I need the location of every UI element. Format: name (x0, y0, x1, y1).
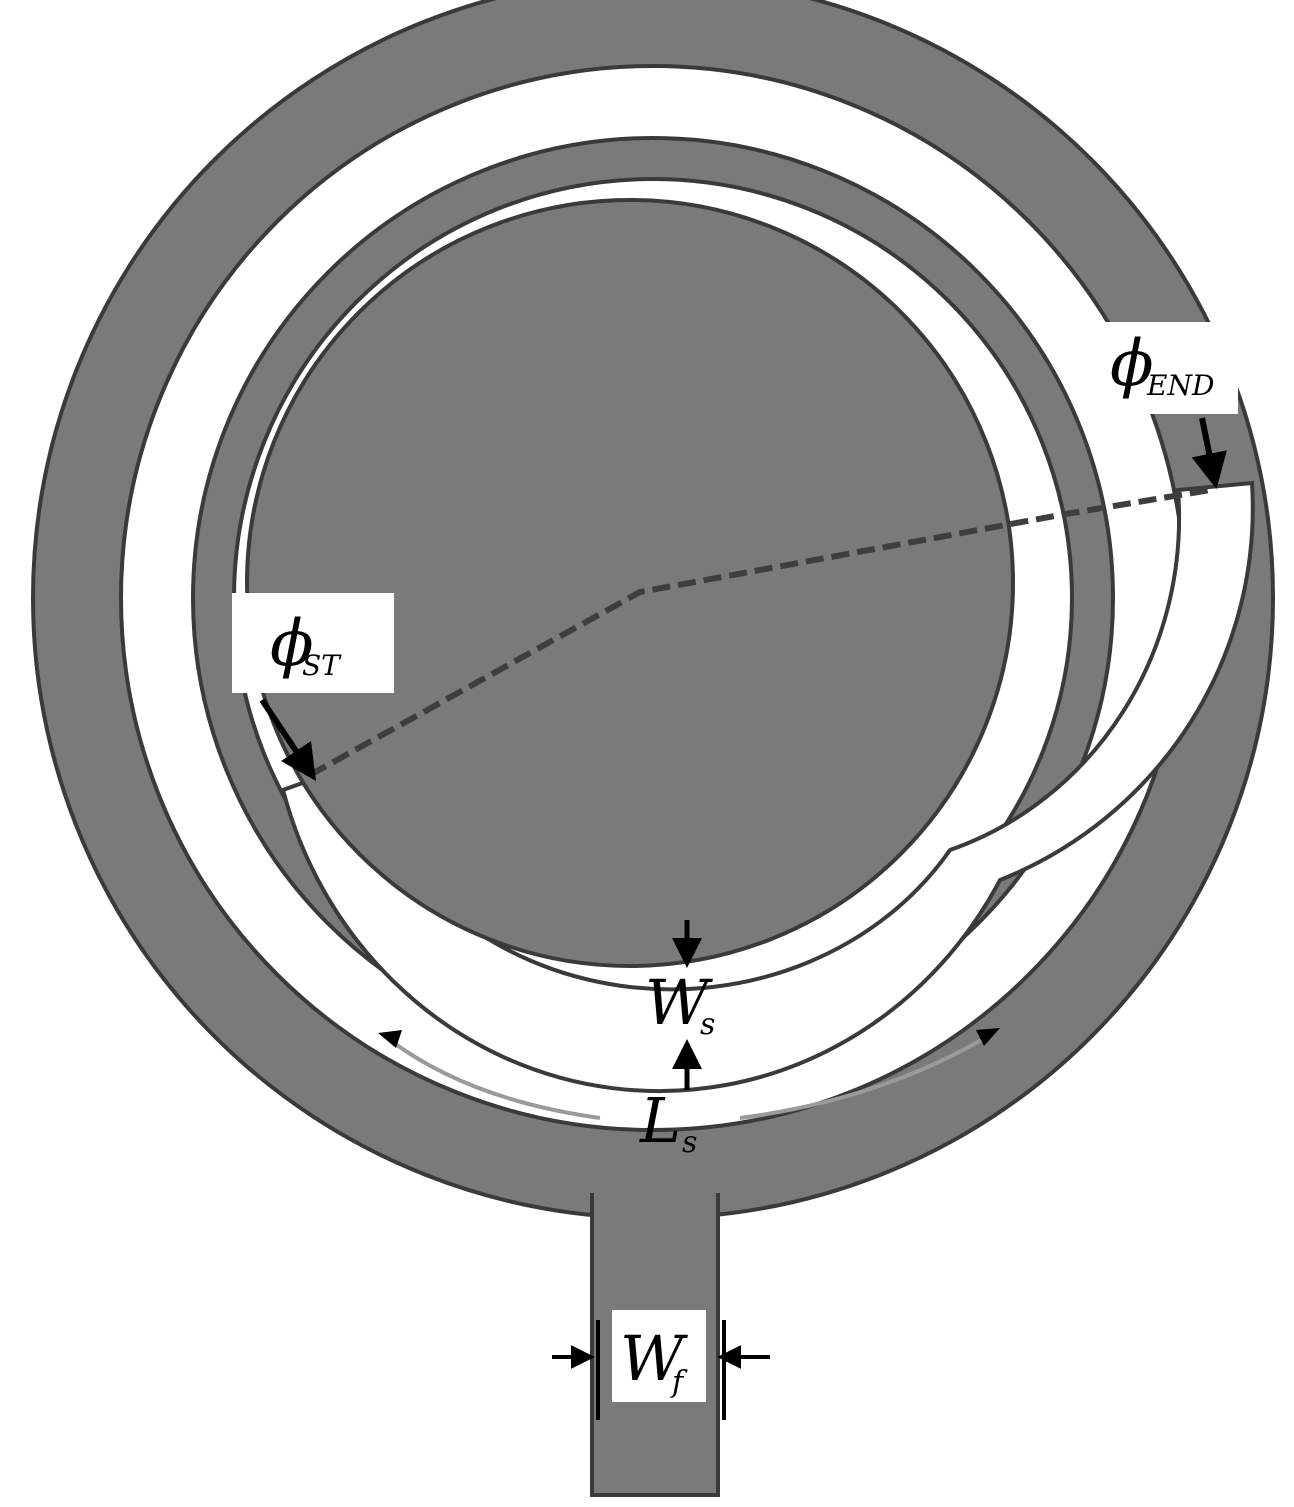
ls-arc-arrow: L s (378, 1028, 1000, 1160)
center-patch (245, 198, 1015, 968)
phi-st-symbol: ϕ (270, 607, 314, 681)
phi-st-arrow (259, 698, 316, 781)
phi-end-label-box (1090, 322, 1238, 414)
phi-st-subscript: ST (302, 649, 342, 682)
phi-end-subscript: END (1146, 369, 1214, 402)
phi-end-label: ϕ END (1090, 322, 1238, 414)
ls-label-main: L (639, 1084, 681, 1157)
ring-slot (280, 480, 1255, 1094)
wf-label-main: W (620, 1322, 688, 1395)
wf-label-box (612, 1310, 706, 1402)
phi-st-label: ϕ ST (232, 593, 394, 693)
ls-label-sub: s (682, 1125, 697, 1160)
dashed-reference-line (308, 487, 1211, 778)
ws-dimension: W s (645, 920, 715, 1070)
phi-end-symbol: ϕ (1110, 327, 1154, 401)
ws-label-sub: s (700, 1007, 715, 1042)
wf-dimension: W f (552, 1310, 770, 1420)
ws-label-main: W (645, 966, 713, 1039)
phi-end-arrow (1191, 417, 1227, 490)
phi-st-label-box (232, 593, 394, 693)
